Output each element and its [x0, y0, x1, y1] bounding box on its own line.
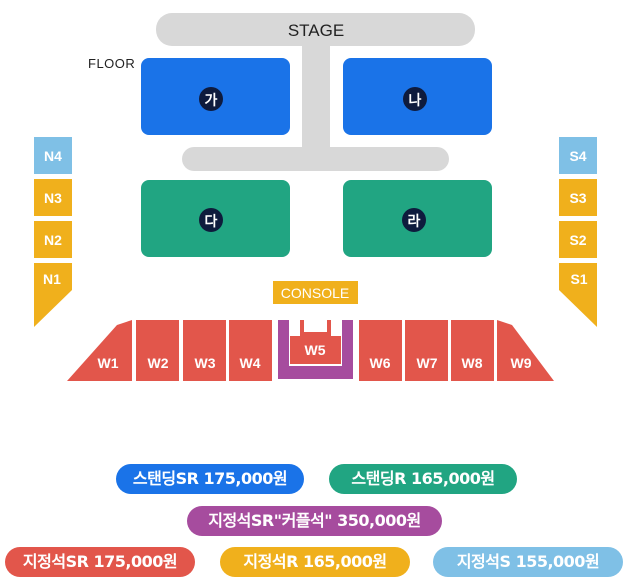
svg-text:W1: W1 — [98, 355, 119, 371]
legend-reserved-r: 지정석R 165,000원 — [220, 547, 410, 577]
section-w5[interactable]: W5 — [278, 320, 353, 379]
legend-reserved-sr-couple: 지정석SR"커플석" 350,000원 — [187, 506, 442, 536]
svg-text:N4: N4 — [44, 148, 62, 164]
section-w8[interactable]: W8 — [451, 320, 494, 381]
legend-reserved-s: 지정석S 155,000원 — [433, 547, 623, 577]
section-s4[interactable]: S4 — [559, 137, 597, 174]
svg-text:S2: S2 — [569, 232, 586, 248]
floor-section-da-label: 다 — [205, 213, 218, 229]
section-n3[interactable]: N3 — [34, 179, 72, 216]
svg-text:W8: W8 — [462, 355, 483, 371]
console-label: CONSOLE — [281, 285, 349, 301]
floor-section-na[interactable]: 나 — [343, 58, 492, 135]
svg-text:N3: N3 — [44, 190, 62, 206]
svg-text:S1: S1 — [570, 271, 587, 287]
section-s1[interactable]: S1 — [559, 263, 597, 327]
section-s3[interactable]: S3 — [559, 179, 597, 216]
section-n4[interactable]: N4 — [34, 137, 72, 174]
console — [273, 281, 358, 304]
svg-text:W5: W5 — [305, 342, 326, 358]
svg-text:W6: W6 — [370, 355, 391, 371]
floor-section-ga[interactable]: 가 — [141, 58, 290, 135]
svg-text:W4: W4 — [240, 355, 261, 371]
svg-text:W2: W2 — [148, 355, 169, 371]
svg-text:S3: S3 — [569, 190, 586, 206]
floor-section-na-label: 나 — [409, 92, 422, 108]
svg-text:S4: S4 — [569, 148, 586, 164]
runway-crossbar — [182, 147, 449, 171]
floor-section-da[interactable]: 다 — [141, 180, 290, 257]
section-w6[interactable]: W6 — [359, 320, 402, 381]
section-w3[interactable]: W3 — [183, 320, 226, 381]
legend-standing-r: 스탠딩R 165,000원 — [329, 464, 517, 494]
section-n1[interactable]: N1 — [34, 263, 72, 327]
floor-section-ga-label: 가 — [205, 92, 218, 108]
section-w2[interactable]: W2 — [136, 320, 179, 381]
stage-label: STAGE — [288, 21, 344, 40]
svg-text:W7: W7 — [417, 355, 438, 371]
floor-label: FLOOR — [88, 56, 136, 71]
svg-text:W3: W3 — [195, 355, 216, 371]
runway — [302, 40, 330, 158]
legend-reserved-sr: 지정석SR 175,000원 — [5, 547, 195, 577]
stage — [156, 13, 475, 46]
section-w9[interactable]: W9 — [497, 320, 554, 381]
svg-text:W9: W9 — [511, 355, 532, 371]
floor-section-ra[interactable]: 라 — [343, 180, 492, 257]
section-w1[interactable]: W1 — [67, 320, 132, 381]
svg-text:N1: N1 — [43, 271, 61, 287]
section-s2[interactable]: S2 — [559, 221, 597, 258]
svg-text:N2: N2 — [44, 232, 62, 248]
legend-standing-sr: 스탠딩SR 175,000원 — [116, 464, 304, 494]
floor-section-ra-label: 라 — [408, 213, 421, 229]
section-w7[interactable]: W7 — [405, 320, 448, 381]
section-n2[interactable]: N2 — [34, 221, 72, 258]
section-w4[interactable]: W4 — [229, 320, 272, 381]
